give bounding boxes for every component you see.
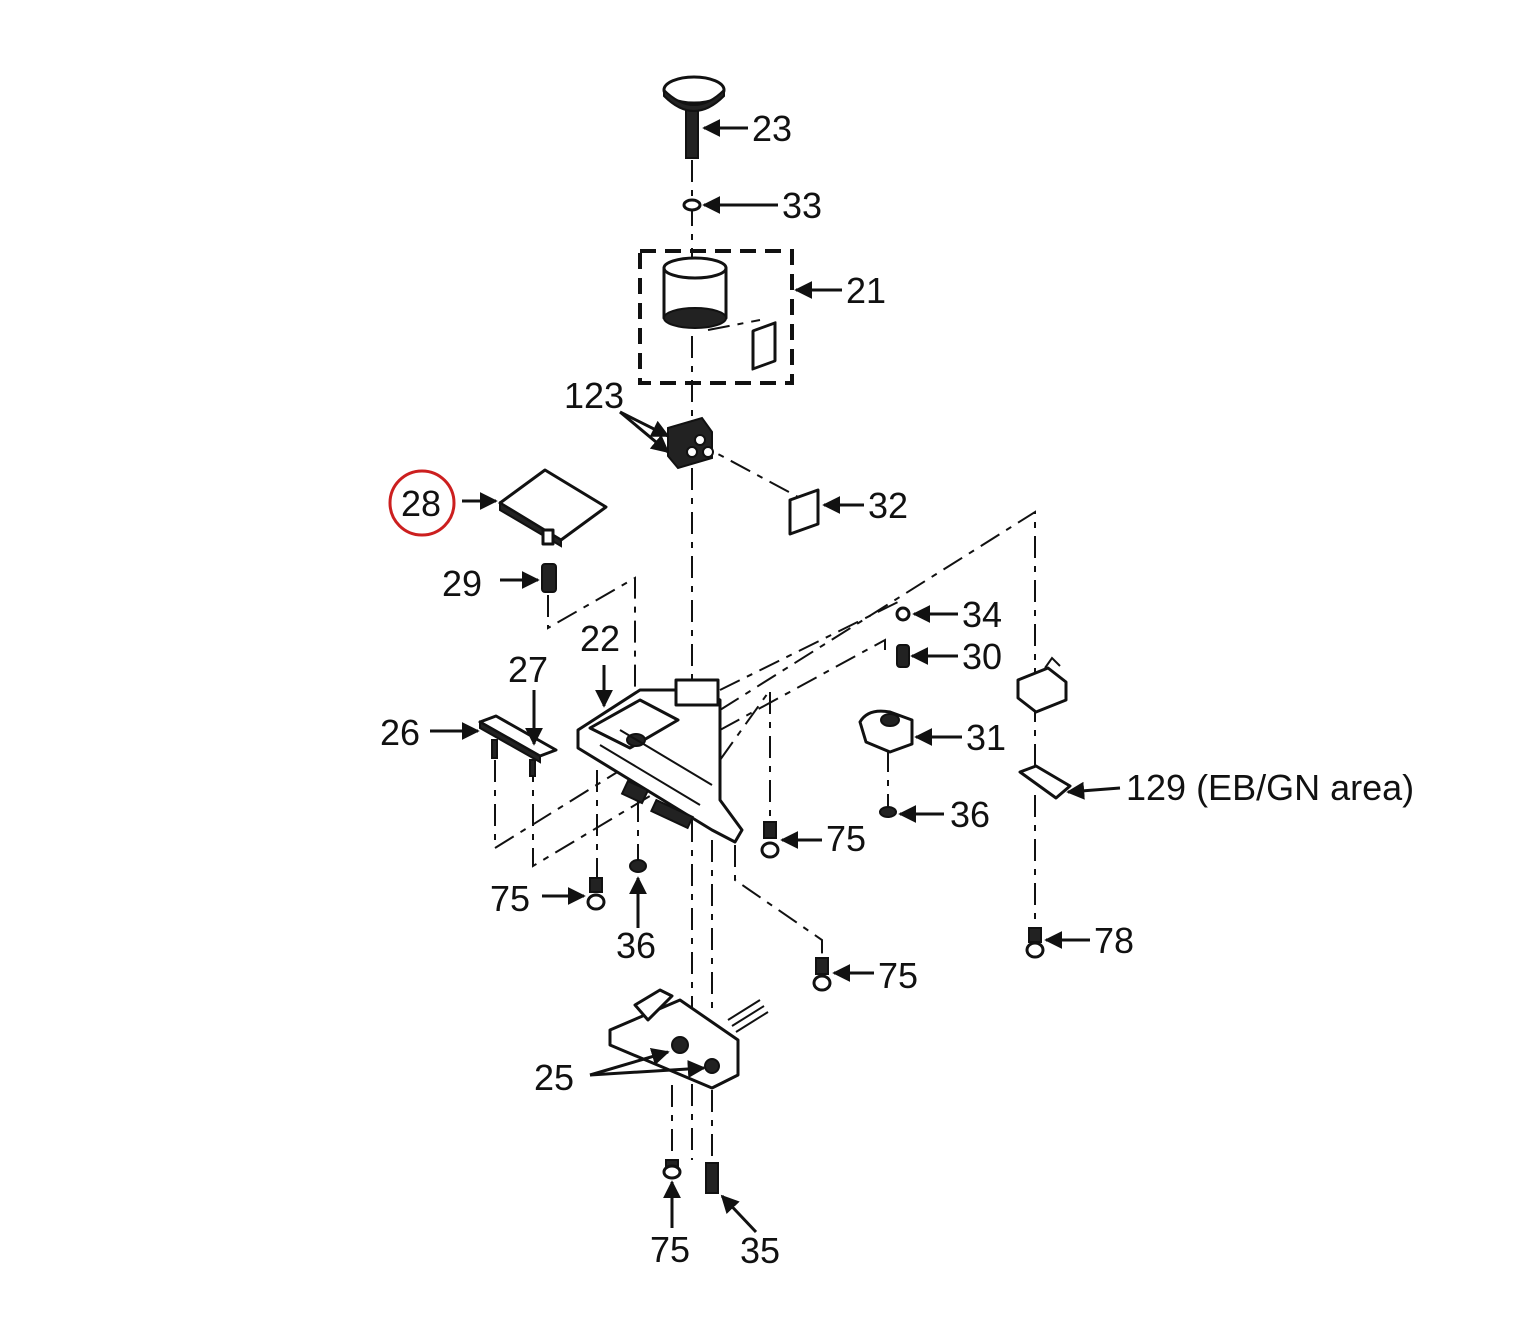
callout-30: 30 bbox=[962, 636, 1002, 677]
callout-75-lower: 75 bbox=[878, 955, 918, 996]
washer-36-b bbox=[629, 859, 647, 873]
spring-part-30 bbox=[896, 644, 910, 668]
callout-26: 26 bbox=[380, 712, 420, 753]
connector-block-123 bbox=[667, 416, 714, 470]
callout-32: 32 bbox=[868, 485, 908, 526]
callout-33: 33 bbox=[782, 185, 822, 226]
callout-23: 23 bbox=[752, 108, 792, 149]
callout-36-bottom: 36 bbox=[616, 925, 656, 966]
sheet-part-32 bbox=[788, 488, 820, 536]
leader-arrows bbox=[430, 119, 1121, 1234]
screw-35 bbox=[705, 1162, 719, 1194]
ball-part-34 bbox=[895, 606, 911, 622]
callout-129: 129 (EB/GN area) bbox=[1126, 767, 1414, 808]
screw-75-a bbox=[586, 877, 606, 911]
callout-28: 28 bbox=[401, 483, 441, 524]
callout-29: 29 bbox=[442, 563, 482, 604]
callout-34: 34 bbox=[962, 594, 1002, 635]
kit-box-21 bbox=[638, 249, 794, 385]
slider-part-26-27 bbox=[478, 714, 558, 777]
washer-36-a bbox=[879, 806, 897, 818]
pcb-board-25 bbox=[608, 988, 769, 1090]
callout-123: 123 bbox=[564, 375, 624, 416]
plate-part-28 bbox=[498, 468, 608, 548]
callout-36-right: 36 bbox=[950, 794, 990, 835]
knob-shaft-part bbox=[662, 75, 726, 159]
callout-25: 25 bbox=[534, 1057, 574, 1098]
screw-75-d bbox=[662, 1159, 682, 1180]
callout-75-bottom: 75 bbox=[650, 1229, 690, 1270]
screw-78 bbox=[1025, 927, 1045, 959]
callout-21: 21 bbox=[846, 270, 886, 311]
callout-27: 27 bbox=[508, 649, 548, 690]
callout-35: 35 bbox=[740, 1230, 780, 1271]
cam-part-31 bbox=[858, 709, 914, 754]
callout-31: 31 bbox=[966, 717, 1006, 758]
callout-22: 22 bbox=[580, 618, 620, 659]
highlight-circle bbox=[388, 469, 456, 537]
screw-75-c bbox=[812, 957, 832, 992]
callout-75-left: 75 bbox=[490, 878, 530, 919]
microswitch-part bbox=[1016, 656, 1068, 714]
screw-75-b bbox=[760, 821, 780, 859]
plate-part-129 bbox=[1018, 764, 1072, 800]
callout-labels: 23 33 21 123 28 32 29 22 27 34 30 26 31 … bbox=[380, 108, 1414, 1271]
spring-part-29 bbox=[541, 563, 557, 593]
chassis-part-22 bbox=[576, 678, 744, 844]
callout-78: 78 bbox=[1094, 920, 1134, 961]
washer-part-33 bbox=[682, 198, 702, 212]
callout-75-right: 75 bbox=[826, 818, 866, 859]
